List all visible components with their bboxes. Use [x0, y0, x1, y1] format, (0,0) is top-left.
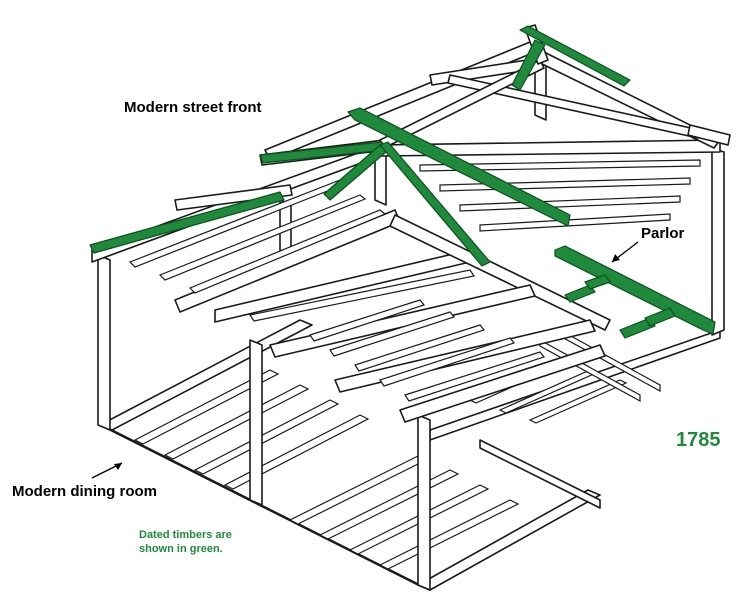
dated-peak-rafter-2: [511, 39, 546, 91]
label-parlor: Parlor: [641, 225, 685, 242]
dated-stub-4: [644, 307, 676, 327]
legend-note-line2: shown in green.: [139, 543, 223, 555]
dated-stub-1: [564, 284, 596, 303]
legend-note-line1: Dated timbers are: [139, 529, 232, 541]
dated-rafter-left: [89, 191, 285, 254]
roof-frame: [174, 24, 731, 211]
dated-peak-rafter-1: [519, 25, 631, 87]
dated-stub-2: [584, 274, 611, 290]
floor-frame: [99, 319, 721, 591]
dated-brace-2: [323, 144, 387, 201]
posts: [97, 54, 725, 591]
dated-brace-1: [379, 141, 491, 267]
parlor-arrow-head: [612, 254, 620, 262]
dated-ridge-beam: [347, 107, 571, 227]
dated-parlor-beam: [554, 245, 716, 335]
dining-arrow-head: [114, 463, 122, 470]
arrows: [91, 241, 639, 479]
dated-timbers: [89, 25, 716, 339]
legend-note: Dated timbers are shown in green.: [139, 528, 269, 556]
dated-stub-3: [619, 317, 656, 339]
label-street-front: Modern street front: [124, 99, 262, 116]
label-dining-room: Modern dining room: [12, 483, 157, 500]
label-year: 1785: [676, 429, 721, 451]
